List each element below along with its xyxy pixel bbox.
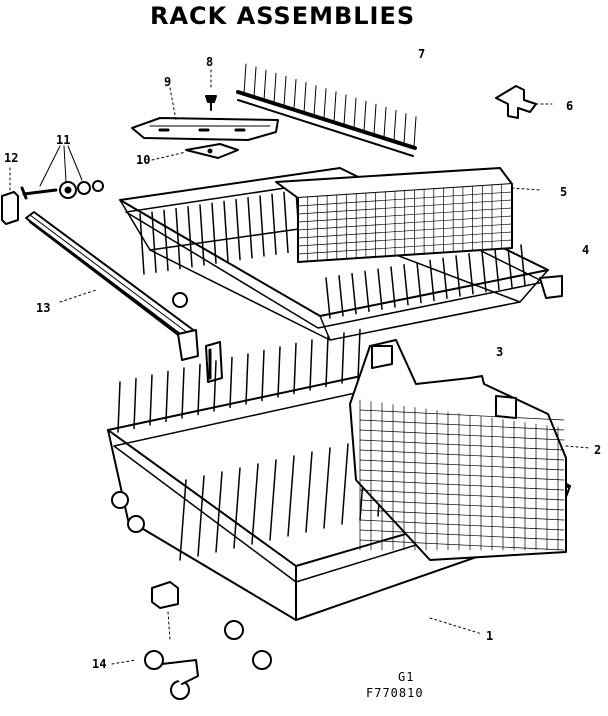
callout-9: 9 xyxy=(164,75,171,89)
callout-1: 1 xyxy=(486,629,493,643)
callout-14: 14 xyxy=(92,657,106,671)
callout-12: 12 xyxy=(4,151,18,165)
callout-10: 10 xyxy=(136,153,150,167)
callout-5: 5 xyxy=(560,185,567,199)
callout-3: 3 xyxy=(496,345,503,359)
rail-bracket-part xyxy=(131,87,279,141)
figure-code: G1 xyxy=(398,670,415,684)
callout-6: 6 xyxy=(566,99,573,113)
rack-rail-part xyxy=(25,211,223,383)
callout-labels: 1 2 3 4 5 6 7 8 9 10 11 12 13 14 xyxy=(4,47,601,671)
tine-row-part xyxy=(236,63,417,157)
callout-11: 11 xyxy=(56,133,70,147)
upper-basket-part xyxy=(275,167,541,263)
callout-4: 4 xyxy=(582,243,589,257)
end-cap-part xyxy=(1,167,19,225)
rack-clip-part xyxy=(495,85,553,119)
lower-basket-part xyxy=(349,339,591,561)
callout-7: 7 xyxy=(418,47,425,61)
part-number: F770810 xyxy=(366,686,424,700)
callout-2: 2 xyxy=(594,443,601,457)
wheel-assembly-part xyxy=(111,581,199,700)
screw-part xyxy=(205,69,217,111)
diagram-title: RACK ASSEMBLIES xyxy=(150,2,416,30)
upper-rack-part xyxy=(119,167,563,341)
callout-13: 13 xyxy=(36,301,50,315)
roller-set-part xyxy=(20,145,104,200)
callout-8: 8 xyxy=(206,55,213,69)
small-bracket-part xyxy=(151,143,239,161)
